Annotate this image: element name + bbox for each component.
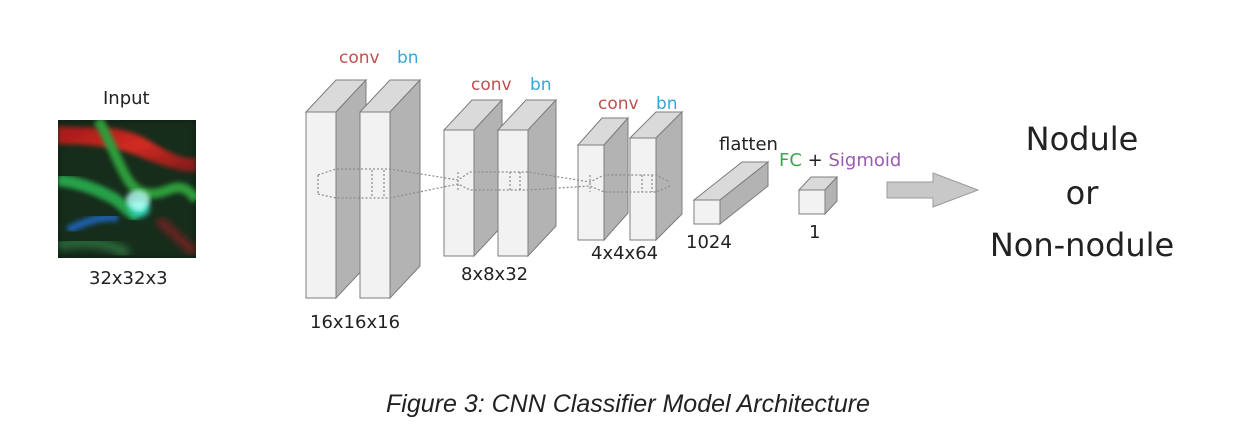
conv-box-1 [304, 78, 368, 300]
flatten-size: 1024 [686, 232, 732, 253]
flatten-box [692, 160, 770, 226]
conv-label-3: conv [598, 94, 639, 114]
size-label-2: 8x8x32 [461, 264, 529, 285]
fc-sigmoid-label: FC + Sigmoid [779, 150, 901, 171]
size-label-3: 4x4x64 [591, 243, 659, 264]
conv-box-3 [576, 116, 630, 242]
conv-box-2 [442, 98, 504, 258]
input-title: Input [103, 88, 150, 109]
bn-label-1: bn [397, 48, 419, 68]
input-size: 32x32x3 [89, 268, 168, 289]
dotted-connector-bottom [317, 183, 671, 199]
fc-box [797, 175, 839, 216]
bn-label-2: bn [530, 75, 552, 95]
size-label-1: 16x16x16 [310, 312, 401, 333]
bn-box-1 [358, 78, 422, 300]
fc-size: 1 [809, 222, 821, 243]
flatten-label: flatten [719, 134, 778, 155]
conv-label-2: conv [471, 75, 512, 95]
output-line-1: Nodule [1025, 120, 1139, 158]
bn-box-2 [496, 98, 558, 258]
dotted-connector-top [317, 168, 671, 183]
output-arrow [886, 172, 980, 208]
output-line-2: or [1065, 174, 1099, 212]
conv-label-1: conv [339, 48, 380, 68]
bn-label-3: bn [656, 94, 678, 114]
sigmoid-label: Sigmoid [828, 150, 902, 171]
bn-box-3 [628, 110, 684, 242]
output-line-3: Non-nodule [989, 226, 1175, 264]
plus-label: + [807, 150, 823, 171]
figure-caption: Figure 3: CNN Classifier Model Architect… [386, 390, 870, 418]
fc-label: FC [779, 150, 802, 171]
input-image [58, 120, 196, 258]
